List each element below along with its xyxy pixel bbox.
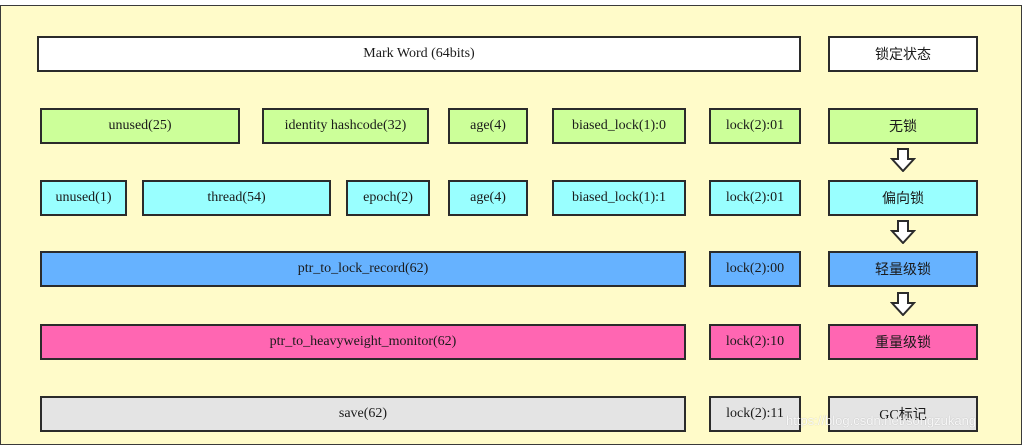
field-age: age(4)	[448, 108, 528, 144]
field-ptr-to-lock-record: ptr_to_lock_record(62)	[40, 251, 686, 287]
field-unused: unused(1)	[40, 180, 127, 216]
field-biased-lock: biased_lock(1):0	[552, 108, 686, 144]
down-arrow-icon	[890, 148, 916, 172]
state-lightweight-lock: 轻量级锁	[828, 251, 978, 287]
field-biased-lock: biased_lock(1):1	[552, 180, 686, 216]
field-identity-hashcode: identity hashcode(32)	[262, 108, 429, 144]
state-biased-lock: 偏向锁	[828, 180, 978, 216]
diagram-canvas	[0, 5, 1022, 445]
field-lock-bits: lock(2):11	[709, 396, 801, 432]
state-no-lock: 无锁	[828, 108, 978, 144]
field-unused: unused(25)	[40, 108, 240, 144]
field-age: age(4)	[448, 180, 528, 216]
field-lock-bits: lock(2):01	[709, 180, 801, 216]
field-thread: thread(54)	[142, 180, 331, 216]
watermark: https://blog.csdn.net/songzukang	[786, 413, 977, 428]
field-save: save(62)	[40, 396, 686, 432]
field-epoch: epoch(2)	[346, 180, 430, 216]
down-arrow-icon	[890, 292, 916, 316]
state-heavyweight-lock: 重量级锁	[828, 324, 978, 360]
field-lock-bits: lock(2):01	[709, 108, 801, 144]
field-lock-bits: lock(2):00	[709, 251, 801, 287]
mark-word-header: Mark Word (64bits)	[37, 36, 801, 72]
down-arrow-icon	[890, 220, 916, 244]
lock-state-header: 锁定状态	[828, 36, 978, 72]
state-gc-mark: GC标记	[828, 396, 978, 432]
field-ptr-to-heavyweight-monitor: ptr_to_heavyweight_monitor(62)	[40, 324, 686, 360]
field-lock-bits: lock(2):10	[709, 324, 801, 360]
